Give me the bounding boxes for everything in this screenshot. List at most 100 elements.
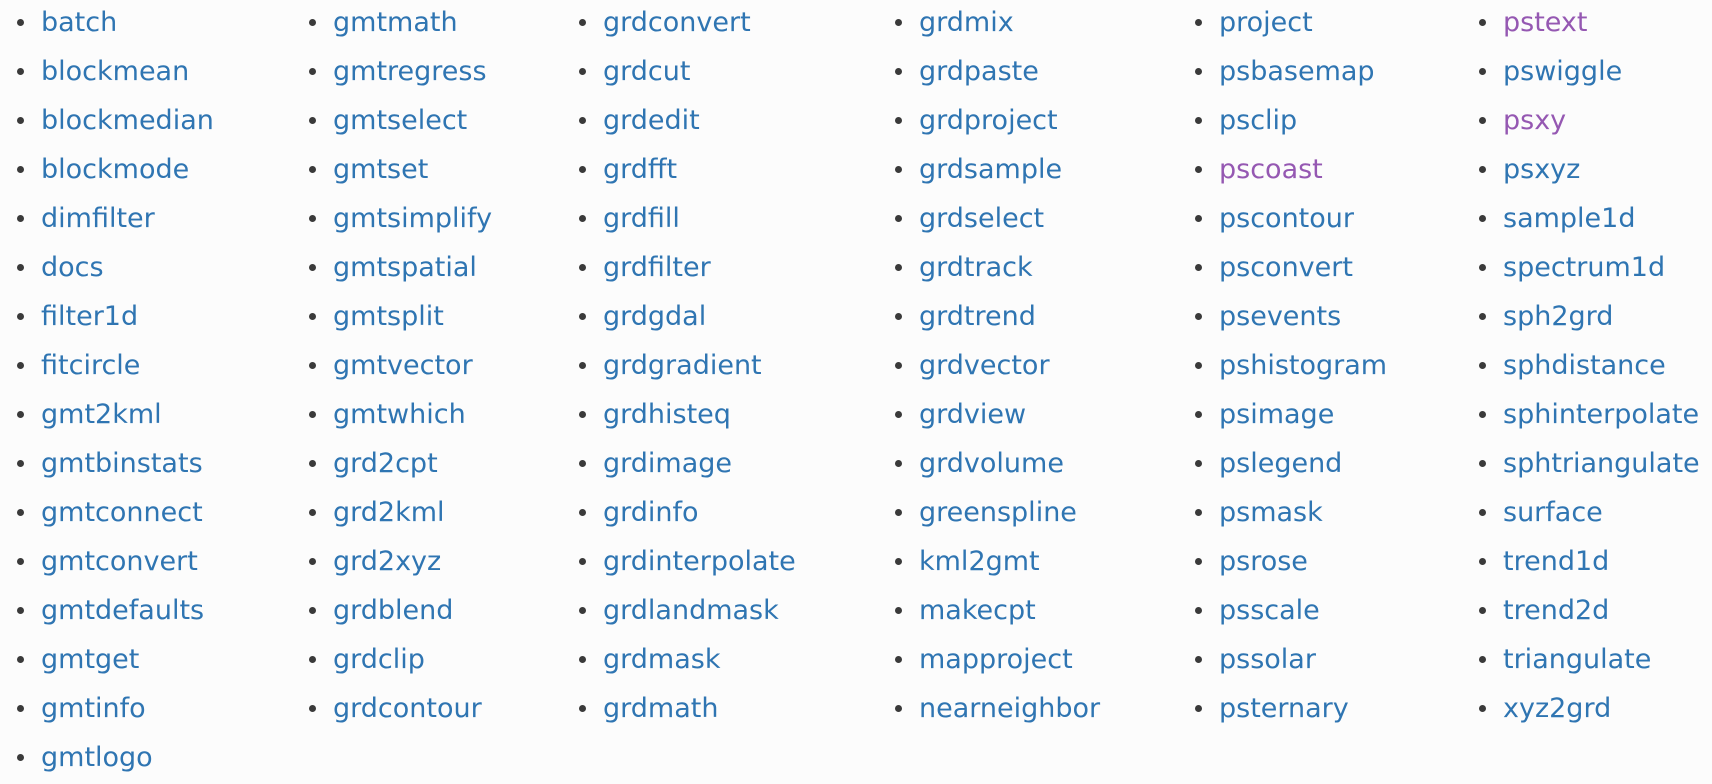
module-link[interactable]: psrose xyxy=(1219,546,1308,577)
module-link[interactable]: grdhisteq xyxy=(603,399,731,430)
module-link[interactable]: grdblend xyxy=(333,595,454,626)
module-link[interactable]: sphtriangulate xyxy=(1503,448,1700,479)
module-link[interactable]: blockmedian xyxy=(41,105,214,136)
module-link[interactable]: trend1d xyxy=(1503,546,1610,577)
module-link[interactable]: psxyz xyxy=(1503,154,1581,185)
module-link[interactable]: project xyxy=(1219,7,1313,38)
module-link[interactable]: sphdistance xyxy=(1503,350,1666,381)
bullet-icon xyxy=(1195,705,1202,712)
module-link[interactable]: gmtget xyxy=(41,644,140,675)
module-link[interactable]: grdgradient xyxy=(603,350,762,381)
module-link[interactable]: psevents xyxy=(1219,301,1342,332)
module-link[interactable]: gmtinfo xyxy=(41,693,146,724)
module-link[interactable]: gmtselect xyxy=(333,105,468,136)
module-link[interactable]: sample1d xyxy=(1503,203,1636,234)
module-link[interactable]: gmtset xyxy=(333,154,429,185)
module-link[interactable]: psclip xyxy=(1219,105,1298,136)
module-link[interactable]: gmtvector xyxy=(333,350,473,381)
module-link[interactable]: dimfilter xyxy=(41,203,155,234)
list-item: psscale xyxy=(1178,588,1387,637)
module-link[interactable]: pslegend xyxy=(1219,448,1343,479)
module-link[interactable]: pssolar xyxy=(1219,644,1316,675)
module-link[interactable]: grdedit xyxy=(603,105,700,136)
module-link[interactable]: nearneighbor xyxy=(919,693,1101,724)
module-link[interactable]: grdfill xyxy=(603,203,680,234)
module-link[interactable]: pscontour xyxy=(1219,203,1354,234)
module-link[interactable]: pshistogram xyxy=(1219,350,1388,381)
module-link[interactable]: fitcircle xyxy=(41,350,141,381)
module-link[interactable]: gmtwhich xyxy=(333,399,466,430)
module-link[interactable]: gmt2kml xyxy=(41,399,162,430)
module-link[interactable]: psternary xyxy=(1219,693,1349,724)
module-link[interactable]: grdview xyxy=(919,399,1027,430)
module-link[interactable]: grdinfo xyxy=(603,497,699,528)
module-link[interactable]: grdcontour xyxy=(333,693,482,724)
module-link[interactable]: makecpt xyxy=(919,595,1036,626)
list-item: grdpaste xyxy=(878,49,1100,98)
module-link[interactable]: pswiggle xyxy=(1503,56,1623,87)
module-link[interactable]: sph2grd xyxy=(1503,301,1614,332)
module-link[interactable]: grdgdal xyxy=(603,301,707,332)
module-link[interactable]: grdtrend xyxy=(919,301,1036,332)
module-link[interactable]: gmtsimplify xyxy=(333,203,493,234)
list-item: grdconvert xyxy=(562,0,796,49)
module-link[interactable]: batch xyxy=(41,7,118,38)
module-link[interactable]: grdmath xyxy=(603,693,719,724)
module-link[interactable]: grdlandmask xyxy=(603,595,779,626)
module-link[interactable]: pstext xyxy=(1503,7,1588,38)
module-link[interactable]: mapproject xyxy=(919,644,1073,675)
module-link[interactable]: filter1d xyxy=(41,301,139,332)
list-item: greenspline xyxy=(878,490,1100,539)
module-link[interactable]: greenspline xyxy=(919,497,1077,528)
module-link[interactable]: gmtdefaults xyxy=(41,595,205,626)
module-link[interactable]: psmask xyxy=(1219,497,1323,528)
module-link[interactable]: grdproject xyxy=(919,105,1058,136)
module-link[interactable]: spectrum1d xyxy=(1503,252,1666,283)
module-link[interactable]: psbasemap xyxy=(1219,56,1375,87)
module-link[interactable]: grdcut xyxy=(603,56,691,87)
module-link[interactable]: psimage xyxy=(1219,399,1335,430)
module-link[interactable]: grdpaste xyxy=(919,56,1039,87)
module-link[interactable]: xyz2grd xyxy=(1503,693,1612,724)
module-link[interactable]: grdfft xyxy=(603,154,678,185)
list-item: psclip xyxy=(1178,98,1387,147)
module-link[interactable]: grdmask xyxy=(603,644,721,675)
module-link[interactable]: grdselect xyxy=(919,203,1045,234)
module-link[interactable]: blockmean xyxy=(41,56,190,87)
module-link[interactable]: grd2kml xyxy=(333,497,445,528)
module-link[interactable]: surface xyxy=(1503,497,1603,528)
module-link[interactable]: grdtrack xyxy=(919,252,1033,283)
module-link[interactable]: gmtbinstats xyxy=(41,448,203,479)
module-link[interactable]: grd2cpt xyxy=(333,448,438,479)
module-link[interactable]: grdsample xyxy=(919,154,1063,185)
module-link[interactable]: gmtmath xyxy=(333,7,458,38)
module-link[interactable]: pscoast xyxy=(1219,154,1323,185)
module-link[interactable]: grd2xyz xyxy=(333,546,442,577)
module-link[interactable]: kml2gmt xyxy=(919,546,1040,577)
module-link[interactable]: grdconvert xyxy=(603,7,751,38)
module-link[interactable]: psscale xyxy=(1219,595,1320,626)
module-link[interactable]: grdimage xyxy=(603,448,733,479)
list-item: dimfilter xyxy=(0,196,214,245)
module-link[interactable]: psconvert xyxy=(1219,252,1353,283)
module-link[interactable]: psxy xyxy=(1503,105,1567,136)
module-link[interactable]: gmtconnect xyxy=(41,497,203,528)
module-link[interactable]: triangulate xyxy=(1503,644,1652,675)
module-link[interactable]: gmtspatial xyxy=(333,252,477,283)
module-link[interactable]: grdclip xyxy=(333,644,425,675)
module-link[interactable]: gmtregress xyxy=(333,56,487,87)
module-link[interactable]: gmtlogo xyxy=(41,742,153,773)
module-link[interactable]: trend2d xyxy=(1503,595,1610,626)
module-link[interactable]: gmtsplit xyxy=(333,301,444,332)
module-link[interactable]: gmtconvert xyxy=(41,546,198,577)
module-link[interactable]: sphinterpolate xyxy=(1503,399,1700,430)
module-link[interactable]: docs xyxy=(41,252,104,283)
module-link[interactable]: grdmix xyxy=(919,7,1014,38)
module-link[interactable]: grdvolume xyxy=(919,448,1064,479)
list-item: gmtlogo xyxy=(0,735,214,784)
module-link[interactable]: blockmode xyxy=(41,154,190,185)
list-item: grdmath xyxy=(562,686,796,735)
module-link[interactable]: grdinterpolate xyxy=(603,546,796,577)
module-link[interactable]: grdvector xyxy=(919,350,1050,381)
module-link[interactable]: grdfilter xyxy=(603,252,711,283)
